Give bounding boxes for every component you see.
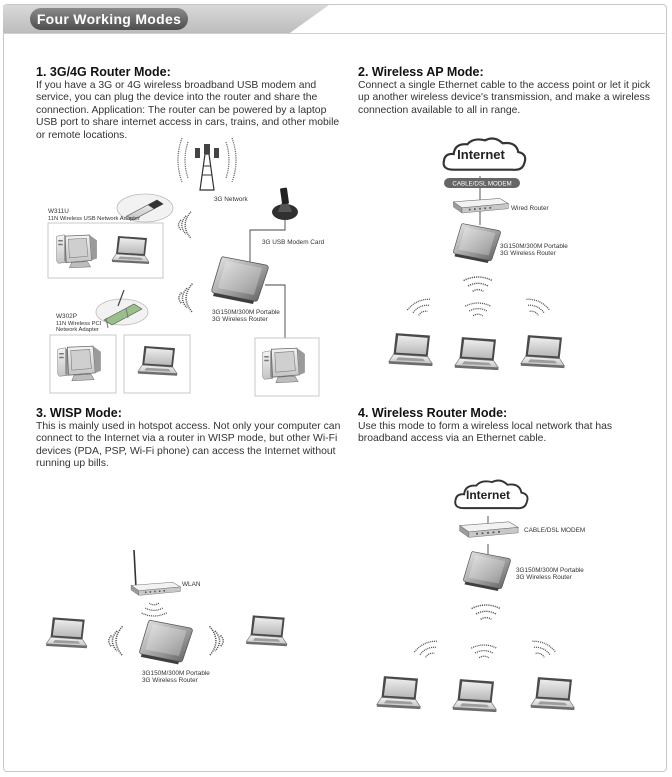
desktop-connection-line [265, 284, 286, 338]
label-router-line1: 3G150M/300M Portable [500, 243, 568, 250]
laptop-icon [245, 614, 288, 647]
mode-2-heading: 2. Wireless AP Mode: [358, 65, 484, 79]
laptop-icon [45, 616, 88, 649]
wifi-waves-icon [464, 302, 492, 317]
usb-modem-icon [272, 187, 298, 220]
mode-1-text: If you have a 3G or 4G wireless broadban… [36, 79, 340, 141]
portable-router-icon [139, 619, 193, 665]
label-router-line2: 3G Wireless Router [142, 677, 199, 684]
label-adapter-w311u-desc: 11N Wireless USB Network Adapter [48, 216, 140, 222]
label-adapter-w302p: W302P [56, 313, 77, 320]
label-wlan: WLAN [182, 581, 201, 588]
portable-router-icon [463, 551, 511, 592]
wired-router-icon [452, 197, 509, 214]
wifi-waves-icon [140, 602, 168, 617]
wifi-waves-icon [178, 282, 194, 314]
wifi-waves-icon [177, 210, 192, 240]
laptop-icon [376, 675, 421, 710]
wifi-waves-icon [527, 637, 558, 662]
wifi-waves-icon [208, 625, 225, 657]
label-router-line1: 3G150M/300M Portable [516, 567, 584, 574]
label-3g-network: 3G Network [214, 196, 249, 203]
mode-4-heading: 4. Wireless Router Mode: [358, 406, 508, 420]
label-internet: Internet [466, 488, 510, 502]
diagram-3g-router-mode: 3G Network 3G USB Modem Card W311U 11N W… [47, 132, 325, 397]
modem-badge [444, 178, 520, 188]
label-router-line2: 3G Wireless Router [212, 316, 269, 323]
laptop-icon [452, 678, 497, 713]
header-rule [3, 33, 665, 34]
cell-tower-icon [177, 132, 237, 192]
laptop-icon [137, 345, 178, 377]
mode-3-section: 3. WISP Mode: This is mainly used in hot… [36, 407, 342, 471]
laptop-icon [388, 332, 433, 367]
portable-router-icon [453, 223, 501, 264]
mode-2-text: Connect a single Ethernet cable to the a… [358, 79, 651, 116]
page-title: Four Working Modes [30, 8, 188, 30]
wifi-waves-icon [107, 625, 124, 657]
desktop-tower-icon [262, 350, 273, 380]
label-cable-dsl-modem: CABLE/DSL MODEM [452, 181, 511, 188]
mode-3-heading: 3. WISP Mode: [36, 406, 122, 420]
mode-4-text: Use this mode to form a wireless local n… [358, 420, 613, 445]
label-adapter-w302p-desc1: 11N Wireless PCI [56, 321, 102, 327]
wlan-router-icon [130, 549, 181, 596]
label-router-line2: 3G Wireless Router [500, 250, 557, 257]
mode-3-text: This is mainly used in hotspot access. N… [36, 420, 341, 470]
mode-1-heading: 1. 3G/4G Router Mode: [36, 65, 171, 79]
wifi-waves-icon [470, 644, 498, 659]
label-adapter-w302p-desc2: Network Adapter [56, 327, 99, 333]
diagram-wireless-router-mode: Internet CABLE/DSL MODEM 3G150M/300M Por… [376, 479, 585, 713]
wifi-waves-icon [521, 295, 552, 320]
diagram-wisp-mode: WLAN 3G150M/300M Portable 3G Wireless Ro… [45, 549, 288, 684]
label-wired-router: Wired Router [511, 205, 550, 212]
label-internet: Internet [457, 147, 505, 162]
label-router-line1: 3G150M/300M Portable [212, 309, 280, 316]
label-usb-modem-card: 3G USB Modem Card [262, 239, 325, 246]
label-router-line2: 3G Wireless Router [516, 574, 573, 581]
wifi-waves-icon [470, 604, 502, 621]
mode-4-section: 4. Wireless Router Mode: Use this mode t… [358, 407, 656, 446]
desktop-tower-icon [57, 347, 68, 377]
laptop-icon [454, 336, 499, 371]
mode-1-section: 1. 3G/4G Router Mode: If you have a 3G o… [36, 66, 342, 143]
label-cable-dsl-modem: CABLE/DSL MODEM [524, 527, 585, 534]
laptop-icon [530, 676, 575, 711]
page-frame [3, 4, 667, 772]
portable-router-icon [211, 256, 269, 305]
mode-2-section: 2. Wireless AP Mode: Connect a single Et… [358, 66, 656, 117]
usb-adapter-icon [116, 193, 174, 223]
modem-icon [459, 521, 519, 538]
wifi-waves-icon [405, 295, 436, 320]
pci-adapter-icon [95, 289, 149, 329]
label-router-line1: 3G150M/300M Portable [142, 670, 210, 677]
label-adapter-w311u: W311U [48, 208, 69, 215]
laptop-icon [520, 334, 565, 369]
diagram-wireless-ap-mode: Internet CABLE/DSL MODEM Wired Router 3G… [388, 137, 568, 371]
wifi-waves-icon [412, 637, 443, 662]
wifi-waves-icon [462, 276, 494, 293]
laptop-icon [111, 235, 150, 265]
